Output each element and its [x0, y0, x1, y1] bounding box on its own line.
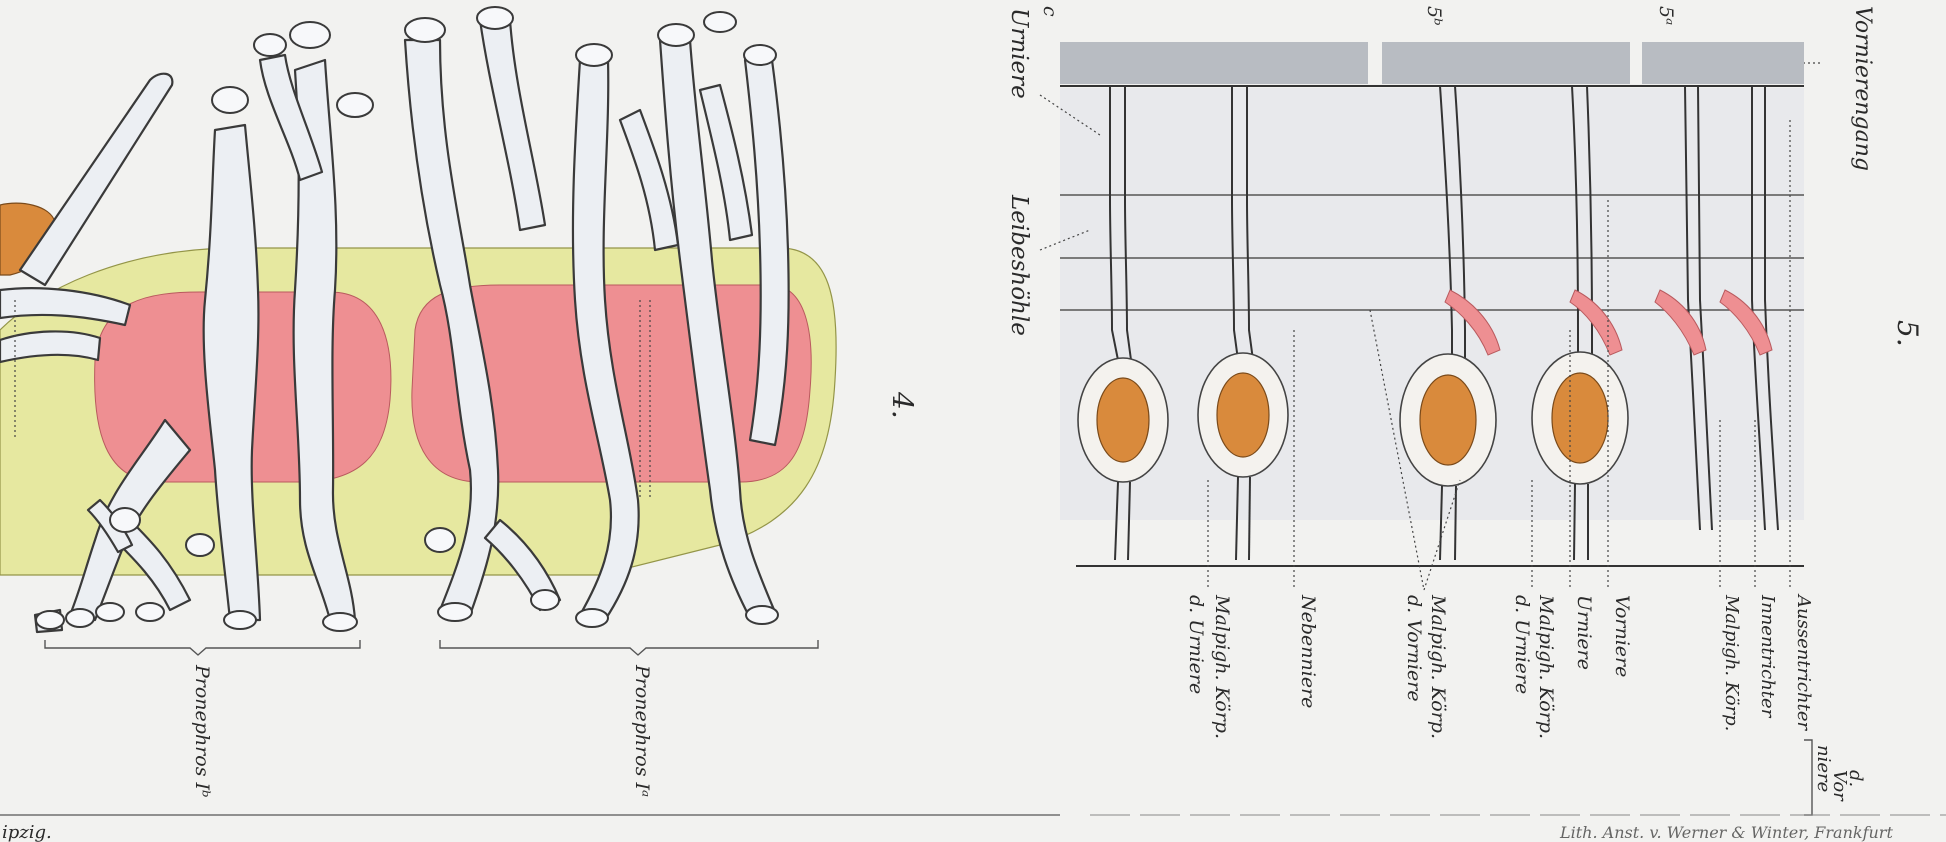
label-malpigh-urniere-2b: d. Urniere [1511, 595, 1533, 694]
tubule-lower [1249, 477, 1250, 560]
pronephros-b-label: Pronephros Iᵇ [191, 664, 213, 798]
label-nebenniere: Nebenniere [1297, 594, 1319, 708]
duct-band-c [1060, 42, 1368, 84]
label-malpigh-vorniere-a: Malpigh. Körp. [1427, 594, 1449, 739]
label-malpigh-vorniere-b: d. Vorniere [1403, 595, 1425, 702]
duct-band-b [1382, 42, 1630, 84]
bracket-b [45, 640, 360, 655]
label-vornierengang: Vornierengang [1850, 6, 1875, 171]
label-urniere-left: Urniere [1006, 8, 1032, 99]
duct-band-a [1642, 42, 1804, 84]
figure-4-number: 4. [886, 391, 919, 419]
label-vorniere: Vorniere [1611, 595, 1633, 677]
label-5a: 5ᵃ [1655, 6, 1677, 25]
label-5b: 5ᵇ [1423, 6, 1445, 26]
bracket-a [440, 640, 818, 655]
brace-vorniere [1804, 740, 1812, 815]
label-malpigh-urniere-2a: Malpigh. Körp. [1535, 594, 1557, 739]
label-aussentrichter: Aussentrichter [1793, 593, 1814, 731]
footer-right-text: Lith. Anst. v. Werner & Winter, Frankfur… [1559, 823, 1893, 842]
pronephros-a-label: Pronephros Iᵃ [631, 664, 653, 797]
label-innentrichter: Innentrichter [1757, 594, 1778, 719]
tubule-lower [1455, 486, 1456, 560]
label-c: c [1039, 6, 1061, 17]
label-leibeshoehle: Leibeshöhle [1006, 194, 1032, 336]
label-malpigh-urniere-1a: Malpigh. Körp. [1211, 594, 1233, 739]
label-niere: niere [1813, 745, 1834, 792]
label-malpigh-urniere-1b: d. Urniere [1185, 595, 1207, 694]
label-malpigh-koerp: Malpigh. Körp. [1721, 594, 1742, 731]
figure-4: Pronephros Iᵇ Pronephros Iᵃ 4. [0, 7, 919, 798]
figure-5-number: 5. [1891, 320, 1924, 347]
tubule-lower [1574, 484, 1575, 560]
label-urniere-bottom: Urniere [1573, 595, 1595, 670]
footer-left-text: ipzig. [2, 822, 52, 842]
figure-5: c 5ᵇ 5ᵃ Vornierengang Urniere Leibeshöhl… [1006, 6, 1924, 815]
slanted-tube-1 [20, 74, 172, 285]
